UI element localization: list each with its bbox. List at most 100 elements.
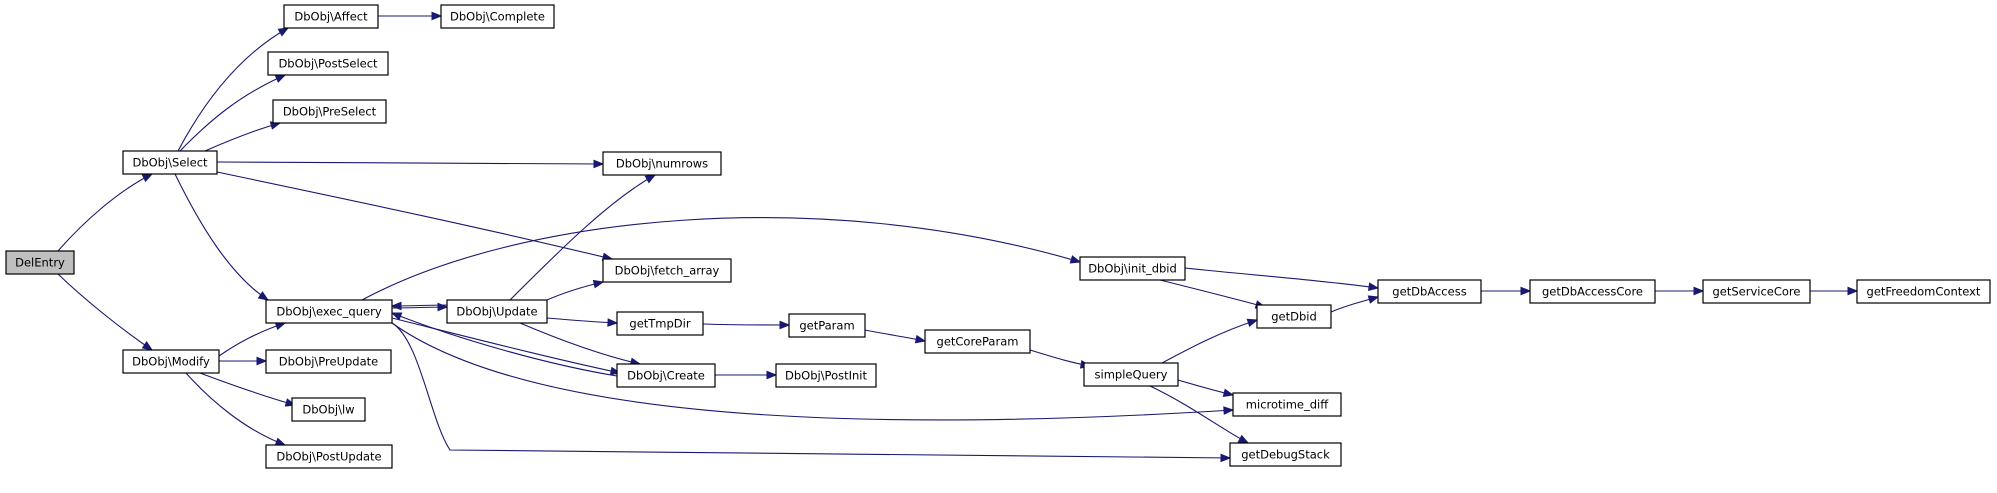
edge-update-to-numrows: [509, 174, 657, 301]
node-getparam[interactable]: getParam: [788, 313, 866, 338]
node-label: DbObj\lw: [302, 403, 354, 417]
node-create[interactable]: DbObj\Create: [616, 363, 716, 388]
node-label: getServiceCore: [1712, 285, 1800, 299]
edge-line: [391, 322, 1231, 459]
node-numrows[interactable]: DbObj\numrows: [602, 151, 722, 176]
node-box: [924, 329, 1031, 354]
node-label: DbObj\numrows: [616, 157, 708, 171]
edge-modify-to-preupdate: [219, 356, 268, 366]
edge-create-to-postinit: [715, 370, 778, 380]
node-box: [1377, 279, 1482, 304]
arrowhead-icon: [274, 74, 287, 83]
node-update[interactable]: DbObj\Update: [446, 299, 548, 324]
edge-modify-to-exec_query: [218, 321, 287, 357]
node-box: [265, 349, 392, 374]
node-box: [1232, 392, 1342, 417]
node-getservicecore[interactable]: getServiceCore: [1702, 279, 1811, 304]
node-box: [122, 150, 218, 175]
node-postselect[interactable]: DbObj\PostSelect: [267, 51, 389, 76]
arrowhead-icon: [1367, 295, 1380, 304]
edge-line: [391, 317, 621, 374]
arrowhead-icon: [1246, 318, 1259, 328]
node-gettmpdir[interactable]: getTmpDir: [616, 311, 704, 336]
edge-line: [361, 217, 1081, 301]
node-postupdate[interactable]: DbObj\PostUpdate: [265, 444, 393, 469]
node-lw[interactable]: DbObj\lw: [291, 397, 366, 422]
edge-gettmpdir-to-getparam: [702, 320, 791, 330]
node-label: DbObj\exec_query: [276, 305, 381, 319]
edge-modify-to-postupdate: [185, 372, 287, 446]
arrowhead-icon: [644, 174, 657, 184]
node-modify[interactable]: DbObj\Modify: [122, 349, 220, 374]
node-delentry[interactable]: DelEntry: [5, 250, 75, 275]
node-simplequery[interactable]: simpleQuery: [1083, 362, 1179, 387]
edge-getcoreparam-to-simplequery: [1029, 349, 1092, 369]
node-label: getCoreParam: [937, 335, 1019, 349]
edge-line: [1161, 319, 1258, 364]
node-label: getDbid: [1271, 310, 1317, 324]
node-postinit[interactable]: DbObj\PostInit: [775, 363, 877, 388]
edge-exec_query-to-getdebugstack: [391, 322, 1232, 463]
edge-line: [546, 317, 618, 324]
node-fetch_array[interactable]: DbObj\fetch_array: [602, 258, 732, 283]
edge-getdbaccesscore-to-getservicecore: [1654, 286, 1705, 296]
node-label: simpleQuery: [1095, 368, 1168, 382]
arrowhead-icon: [1520, 286, 1532, 296]
node-box: [1856, 279, 1991, 304]
arrowhead-icon: [592, 279, 605, 289]
node-box: [446, 299, 548, 324]
arrowhead-icon: [277, 27, 290, 37]
node-select[interactable]: DbObj\Select: [122, 150, 218, 175]
edge-simplequery-to-getdbid: [1161, 318, 1259, 364]
node-getdebugstack[interactable]: getDebugStack: [1229, 442, 1342, 467]
node-preselect[interactable]: DbObj\PreSelect: [272, 99, 387, 124]
node-getdbaccess[interactable]: getDbAccess: [1377, 279, 1482, 304]
node-label: DbObj\PostSelect: [278, 57, 378, 71]
node-label: getFreedomContext: [1867, 285, 1981, 299]
node-complete[interactable]: DbObj\Complete: [440, 4, 555, 29]
node-getdbaccesscore[interactable]: getDbAccessCore: [1529, 279, 1656, 304]
node-init_dbid[interactable]: DbObj\init_dbid: [1079, 256, 1186, 281]
arrowhead-icon: [274, 437, 287, 446]
node-label: DbObj\Complete: [450, 10, 545, 24]
edge-init_dbid-to-getdbid: [1159, 279, 1267, 309]
edge-line: [204, 122, 281, 152]
node-box: [616, 311, 704, 336]
edge-line: [509, 174, 656, 301]
node-box: [602, 151, 722, 176]
edge-simplequery-to-microtime_diff: [1177, 379, 1235, 398]
arrowhead-icon: [607, 318, 619, 327]
node-box: [265, 299, 393, 324]
node-box: [440, 4, 555, 29]
edge-line: [391, 312, 618, 377]
edge-select-to-exec_query: [174, 173, 270, 301]
arrowhead-icon: [1237, 434, 1250, 444]
arrowhead-icon: [431, 11, 443, 21]
edge-line: [199, 372, 296, 406]
node-getcoreparam[interactable]: getCoreParam: [924, 329, 1031, 354]
arrowhead-icon: [1223, 406, 1235, 415]
node-box: [5, 250, 75, 275]
node-preupdate[interactable]: DbObj\PreUpdate: [265, 349, 392, 374]
edge-select-to-preselect: [204, 121, 282, 152]
node-getdbid[interactable]: getDbid: [1256, 304, 1332, 329]
node-affect[interactable]: DbObj\Affect: [283, 4, 379, 29]
node-label: DbObj\PreSelect: [283, 105, 377, 119]
edge-line: [177, 27, 289, 152]
node-box: [1079, 256, 1186, 281]
edge-update-to-gettmpdir: [546, 317, 619, 327]
node-exec_query[interactable]: DbObj\exec_query: [265, 299, 393, 324]
node-microtime_diff[interactable]: microtime_diff: [1232, 392, 1342, 417]
node-label: DbObj\PostUpdate: [276, 450, 381, 464]
edge-line: [216, 171, 613, 260]
node-label: DbObj\Create: [627, 369, 705, 383]
node-box: [283, 4, 379, 29]
node-label: DbObj\Select: [132, 156, 208, 170]
edge-delentry-to-select: [57, 173, 154, 252]
edge-line: [216, 161, 604, 165]
edges-layer: [57, 11, 1859, 463]
node-label: getTmpDir: [629, 317, 690, 331]
node-getfreedomcontext[interactable]: getFreedomContext: [1856, 279, 1991, 304]
edge-line: [185, 372, 286, 446]
